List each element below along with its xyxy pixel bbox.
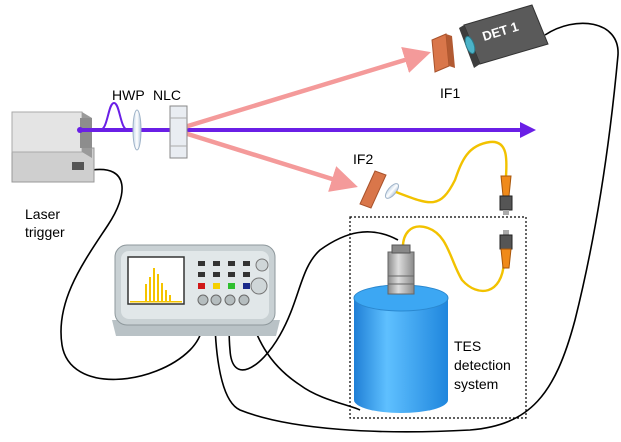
scope-trace xyxy=(130,268,182,303)
scope-input-1 xyxy=(197,294,209,306)
label-tes-3: system xyxy=(454,376,498,392)
fiber-upper xyxy=(395,140,508,204)
laser-trigger-cable xyxy=(60,168,205,381)
tes-system-box xyxy=(349,216,527,419)
tes-signal-cable xyxy=(228,231,399,371)
oscilloscope-icon xyxy=(112,244,280,336)
beams xyxy=(80,47,536,192)
cables xyxy=(60,22,619,433)
fiber-connector-icon-upper xyxy=(499,175,513,215)
cryostat-icon xyxy=(353,244,449,413)
converted-beam-lower xyxy=(177,128,358,192)
scope-screen xyxy=(127,256,185,305)
scope-input-4 xyxy=(238,294,250,306)
laser-source-icon xyxy=(11,111,95,183)
label-tes-2: detection xyxy=(454,357,511,373)
scope-input-3 xyxy=(224,294,236,306)
fiber-connector-icon-lower xyxy=(499,230,513,269)
scope-knob-top xyxy=(255,258,269,272)
det1-cable xyxy=(214,22,619,433)
label-laser-trigger-1: Laser xyxy=(25,206,60,222)
label-if1: IF1 xyxy=(440,85,460,101)
photodetector-icon: DET 1 xyxy=(459,4,549,68)
label-nlc: NLC xyxy=(153,87,181,103)
waveplate-icon xyxy=(132,109,142,151)
fiber-lower xyxy=(401,225,506,293)
label-laser-trigger-2: trigger xyxy=(25,224,65,240)
scope-input-2 xyxy=(210,294,222,306)
nonlinear-crystal-icon xyxy=(169,105,188,159)
fibers xyxy=(395,140,508,293)
interference-filter-icon-if2 xyxy=(359,170,387,209)
label-if2: IF2 xyxy=(353,151,373,167)
converted-beam-upper xyxy=(177,47,431,132)
coupling-lens-icon xyxy=(384,183,400,199)
pulse-icon xyxy=(99,101,129,131)
interference-filter-icon-if1 xyxy=(431,33,455,73)
scope-knob-main xyxy=(250,277,268,295)
label-hwp: HWP xyxy=(112,87,145,103)
label-tes-1: TES xyxy=(454,338,481,354)
scope-buttons xyxy=(198,261,250,289)
